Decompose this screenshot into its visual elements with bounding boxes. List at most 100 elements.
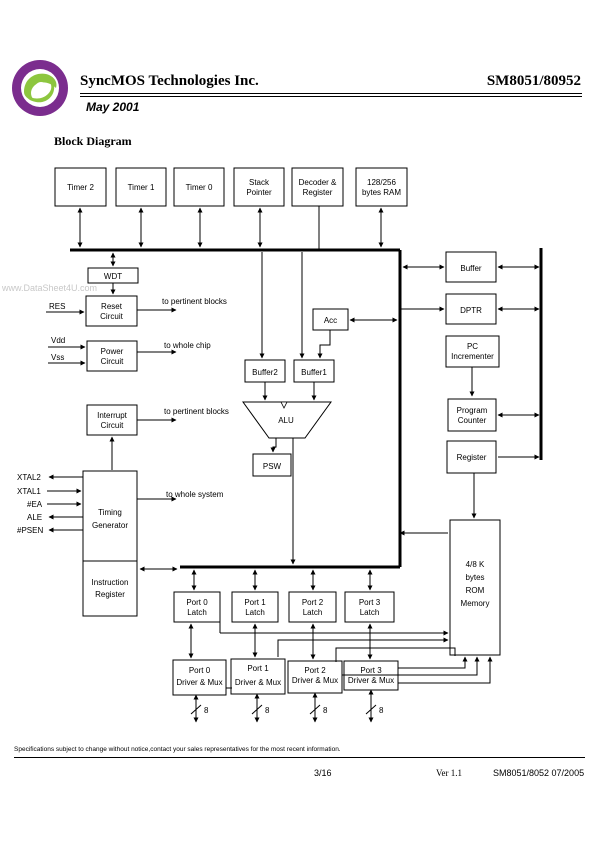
port2-driver-block	[287, 660, 343, 694]
port1-driver-block	[230, 658, 286, 695]
syncmos-logo	[12, 60, 68, 116]
progcnt-label-1: Program	[457, 406, 488, 415]
to-pertinent-blocks-1: to pertinent blocks	[162, 297, 227, 306]
footer-rule	[14, 757, 585, 758]
company-name: SyncMOS Technologies Inc.	[80, 73, 259, 89]
vss-signal-label: Vss	[51, 353, 64, 362]
header-rule	[80, 93, 582, 94]
reset-label-2: Circuit	[100, 312, 123, 321]
xtal1-pin: XTAL1	[17, 487, 41, 496]
to-pertinent-blocks-2: to pertinent blocks	[164, 407, 229, 416]
xtal2-pin: XTAL2	[17, 473, 41, 482]
section-title: Block Diagram	[54, 134, 132, 148]
power-label-1: Power	[101, 347, 124, 356]
alu-label: ALU	[278, 416, 294, 425]
decoder-label-2: Register	[303, 188, 333, 197]
buffer-label: Buffer	[460, 264, 482, 273]
timing-instruction-block	[82, 470, 138, 617]
port3-driver-label-2: Driver & Mux	[348, 676, 394, 685]
timing-label-2: Generator	[92, 521, 128, 530]
port3-latch-block	[344, 591, 395, 623]
progcnt-label-2: Counter	[458, 416, 487, 425]
part-number: SM8051/80952	[486, 73, 581, 89]
port2-latch-label-2: Latch	[303, 608, 323, 617]
rom-label-3: ROM	[466, 586, 485, 595]
port3-driver-label-1: Port 3	[360, 666, 382, 675]
psw-block	[252, 453, 292, 477]
to-whole-system: to whole system	[166, 490, 224, 499]
port0-latch-block	[173, 591, 221, 623]
doc-info: SM8051/8052 07/2005	[493, 768, 585, 778]
port2-latch-block	[288, 591, 337, 623]
dptr-label: DPTR	[460, 306, 482, 315]
res-signal-label: RES	[49, 302, 65, 311]
port1-latch-label-2: Latch	[245, 608, 265, 617]
wdt-label: WDT	[104, 272, 122, 281]
port2-driver-label-2: Driver & Mux	[292, 676, 338, 685]
interrupt-label-2: Circuit	[101, 421, 124, 430]
port1-driver-label-2: Driver & Mux	[235, 678, 281, 687]
timer2-block	[54, 167, 107, 207]
buffer2-label: Buffer2	[252, 368, 278, 377]
power-circuit-block	[86, 340, 138, 372]
decoder-label-1: Decoder &	[299, 178, 337, 187]
timer2-label: Timer 2	[67, 183, 94, 192]
timer1-label: Timer 1	[128, 183, 155, 192]
program-counter-block	[447, 398, 497, 432]
ea-pin: #EA	[27, 500, 43, 509]
rom-label-2: bytes	[465, 573, 484, 582]
ram-label-2: bytes RAM	[362, 188, 401, 197]
decoder-register-block	[291, 167, 344, 207]
port2-width: 8	[323, 706, 328, 715]
port0-driver-label-1: Port 0	[189, 666, 211, 675]
rom-label-4: Memory	[461, 599, 490, 608]
psen-pin: #PSEN	[17, 526, 43, 535]
pc-label-2: Incrementer	[451, 352, 494, 361]
instruction-label-2: Register	[95, 590, 125, 599]
buffer1-label: Buffer1	[301, 368, 327, 377]
version: Ver 1.1	[436, 768, 462, 778]
timing-label-1: Timing	[98, 508, 122, 517]
port1-latch-label-1: Port 1	[244, 598, 266, 607]
power-label-2: Circuit	[101, 357, 124, 366]
reset-label-1: Reset	[101, 302, 123, 311]
port0-latch-label-1: Port 0	[186, 598, 208, 607]
reset-circuit-block	[85, 295, 138, 327]
footer-notice: Specifications subject to change without…	[14, 746, 341, 753]
port3-latch-label-2: Latch	[360, 608, 380, 617]
port3-width: 8	[379, 706, 384, 715]
header-rule-thin	[80, 96, 582, 97]
timer0-label: Timer 0	[186, 183, 213, 192]
vdd-signal-label: Vdd	[51, 336, 65, 345]
alu-notch	[280, 401, 288, 409]
port0-driver-block	[172, 659, 227, 696]
dptr-block	[445, 293, 497, 325]
timer1-block	[115, 167, 167, 207]
ale-pin: ALE	[27, 513, 42, 522]
interrupt-label-1: Interrupt	[97, 411, 128, 420]
port1-width: 8	[265, 706, 270, 715]
to-whole-chip: to whole chip	[164, 341, 211, 350]
port0-width: 8	[204, 706, 209, 715]
ram-label-1: 128/256	[367, 178, 396, 187]
port2-latch-label-1: Port 2	[302, 598, 324, 607]
port2-driver-label-1: Port 2	[304, 666, 326, 675]
port1-latch-block	[231, 591, 279, 623]
stack-pointer-block	[233, 167, 285, 207]
stack-pointer-label-1: Stack	[249, 178, 270, 187]
port3-latch-label-1: Port 3	[359, 598, 381, 607]
document-date: May 2001	[86, 100, 140, 114]
interrupt-circuit-block	[86, 404, 138, 436]
register-block	[446, 440, 497, 474]
register-label: Register	[457, 453, 487, 462]
port1-driver-label-1: Port 1	[247, 664, 269, 673]
port0-driver-label-2: Driver & Mux	[176, 678, 222, 687]
stack-pointer-label-2: Pointer	[246, 188, 272, 197]
rom-label-1: 4/8 K	[466, 560, 485, 569]
timer0-block	[173, 167, 225, 207]
psw-label: PSW	[263, 462, 282, 471]
acc-label: Acc	[324, 316, 337, 325]
page-number: 3/16	[314, 768, 332, 778]
alu-block	[242, 401, 332, 439]
instruction-label-1: Instruction	[92, 578, 129, 587]
